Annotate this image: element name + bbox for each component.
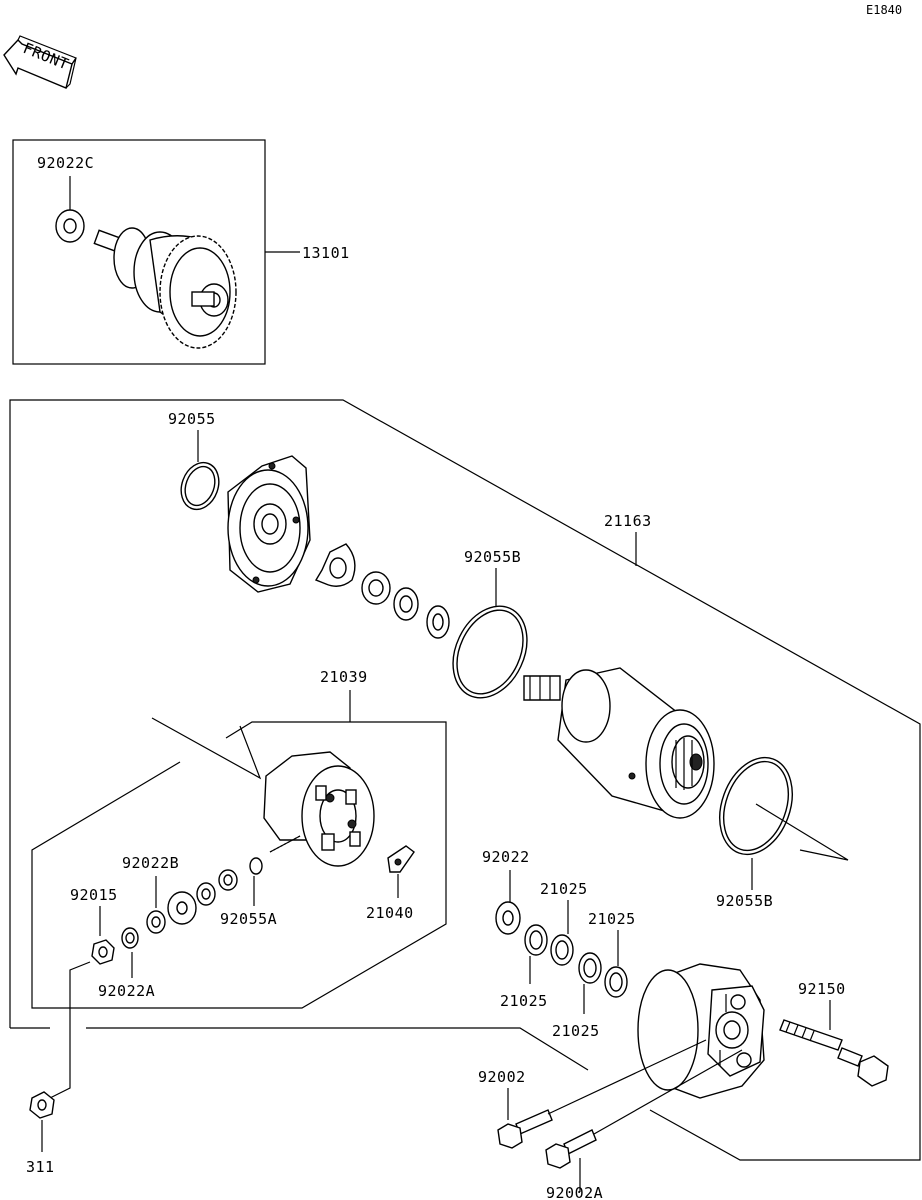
label-21163: 21163	[604, 512, 652, 530]
label-21025-d: 21025	[552, 1022, 600, 1040]
label-13101: 13101	[302, 244, 350, 262]
label-92055B-bottom: 92055B	[716, 892, 773, 910]
front-cover	[227, 455, 311, 593]
diagram-code: E1840	[866, 3, 902, 17]
nut-92015	[91, 939, 115, 965]
label-92022B: 92022B	[122, 854, 179, 872]
front-arrow-icon: FRONT	[3, 35, 77, 89]
label-92002: 92002	[478, 1068, 526, 1086]
rear-cover	[637, 963, 765, 1099]
nut-311	[29, 1091, 55, 1119]
label-92150: 92150	[798, 980, 846, 998]
label-21025-b: 21025	[588, 910, 636, 928]
brush-plate-box	[31, 721, 447, 1009]
label-92055: 92055	[168, 410, 216, 428]
label-311: 311	[26, 1158, 55, 1176]
bolt-92002A	[545, 1049, 743, 1169]
brush-spring-21040	[387, 845, 415, 873]
bolt-92150	[779, 1019, 889, 1087]
label-92022: 92022	[482, 848, 530, 866]
o-ring-92055B-front	[452, 605, 528, 699]
o-ring-92055	[180, 461, 220, 511]
washer-92022	[495, 901, 521, 935]
label-92022C: 92022C	[37, 154, 94, 172]
starter-clutch-13101	[93, 227, 237, 349]
label-92022A: 92022A	[98, 982, 155, 1000]
o-ring-92055A	[249, 857, 263, 875]
label-92002A: 92002A	[546, 1184, 603, 1200]
brush-holder	[263, 751, 375, 867]
starter-assembly-outline	[9, 399, 921, 1161]
shim-washers	[361, 571, 450, 639]
label-21040: 21040	[366, 904, 414, 922]
washer-92022B	[146, 910, 166, 934]
washer-92022C	[55, 209, 85, 243]
label-21039: 21039	[320, 668, 368, 686]
terminal-washers	[167, 869, 238, 925]
label-21025-c: 21025	[500, 992, 548, 1010]
washer-92022A	[121, 927, 139, 949]
label-21025-a: 21025	[540, 880, 588, 898]
label-92055B-top: 92055B	[464, 548, 521, 566]
label-92015: 92015	[70, 886, 118, 904]
shim-21025-set	[524, 924, 628, 998]
bolt-92002	[497, 1039, 707, 1149]
lock-plate	[314, 543, 356, 587]
motor-yoke	[523, 667, 715, 819]
o-ring-92055B-rear	[719, 756, 793, 856]
label-92055A: 92055A	[220, 910, 277, 928]
